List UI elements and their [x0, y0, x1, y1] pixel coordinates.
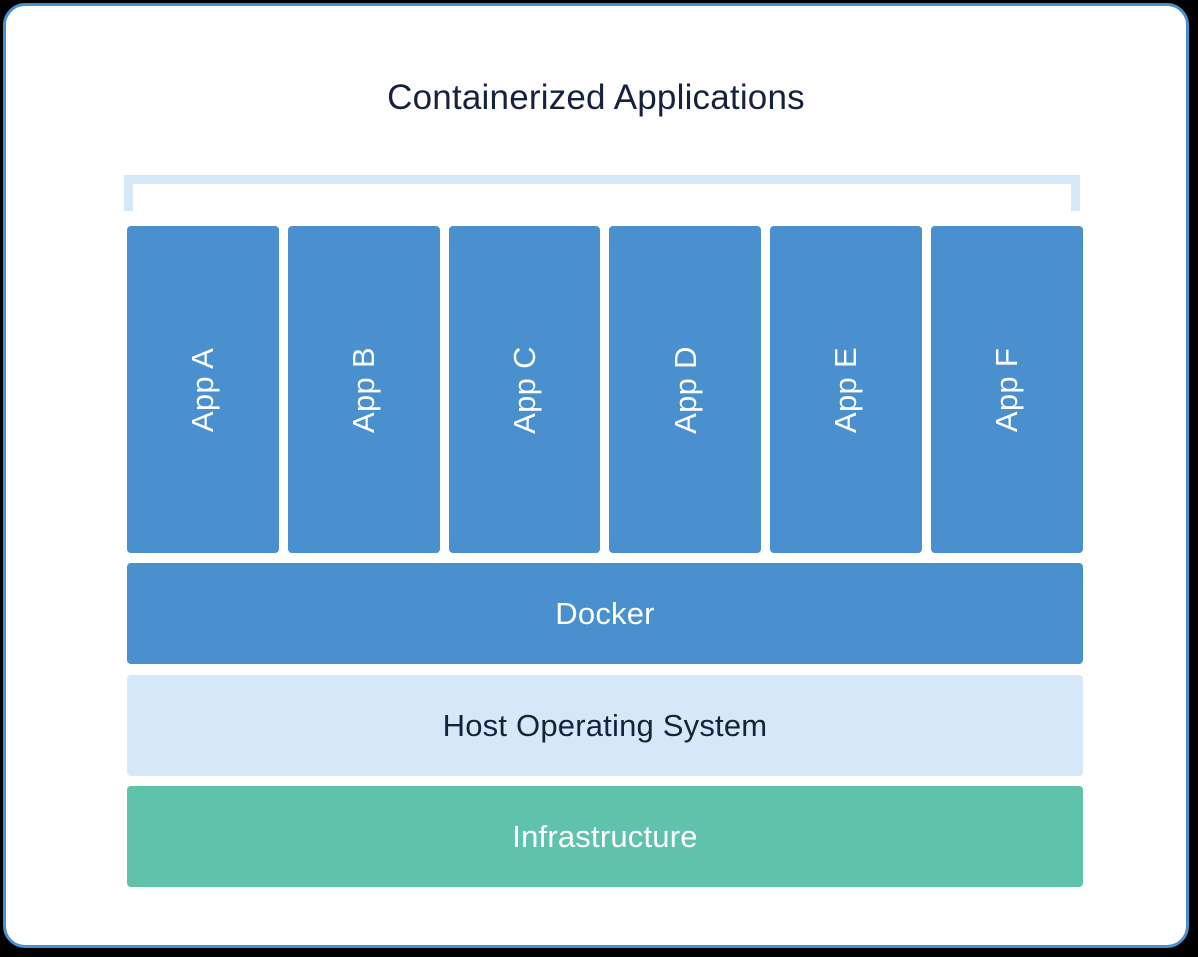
layer-host-operating-system[interactable]: Host Operating System	[127, 675, 1083, 776]
app-box-a[interactable]: App A	[127, 226, 279, 553]
bracket-left-leg	[124, 175, 133, 211]
containers-bracket	[124, 175, 1080, 211]
app-label: App C	[506, 345, 542, 434]
layer-label: Host Operating System	[442, 707, 768, 743]
bracket-top-bar	[124, 175, 1080, 184]
app-label: App D	[667, 345, 703, 434]
diagram-card: Containerized Applications App A App B A…	[3, 3, 1189, 948]
app-label: App F	[989, 347, 1025, 432]
layer-label: Infrastructure	[512, 818, 698, 854]
bracket-right-leg	[1071, 175, 1080, 211]
layer-docker[interactable]: Docker	[127, 563, 1083, 664]
app-box-f[interactable]: App F	[931, 226, 1083, 553]
app-label: App E	[828, 346, 864, 433]
layer-label: Docker	[555, 595, 655, 631]
app-box-b[interactable]: App B	[287, 226, 440, 553]
app-box-c[interactable]: App C	[448, 226, 601, 553]
app-box-e[interactable]: App E	[770, 226, 923, 553]
app-box-d[interactable]: App D	[609, 226, 762, 553]
app-label: App A	[184, 347, 220, 432]
page-title: Containerized Applications	[387, 78, 805, 117]
app-label: App B	[345, 346, 381, 433]
app-container-row: App A App B App C App D App E App F	[127, 226, 1083, 553]
layer-infrastructure[interactable]: Infrastructure	[127, 786, 1083, 887]
